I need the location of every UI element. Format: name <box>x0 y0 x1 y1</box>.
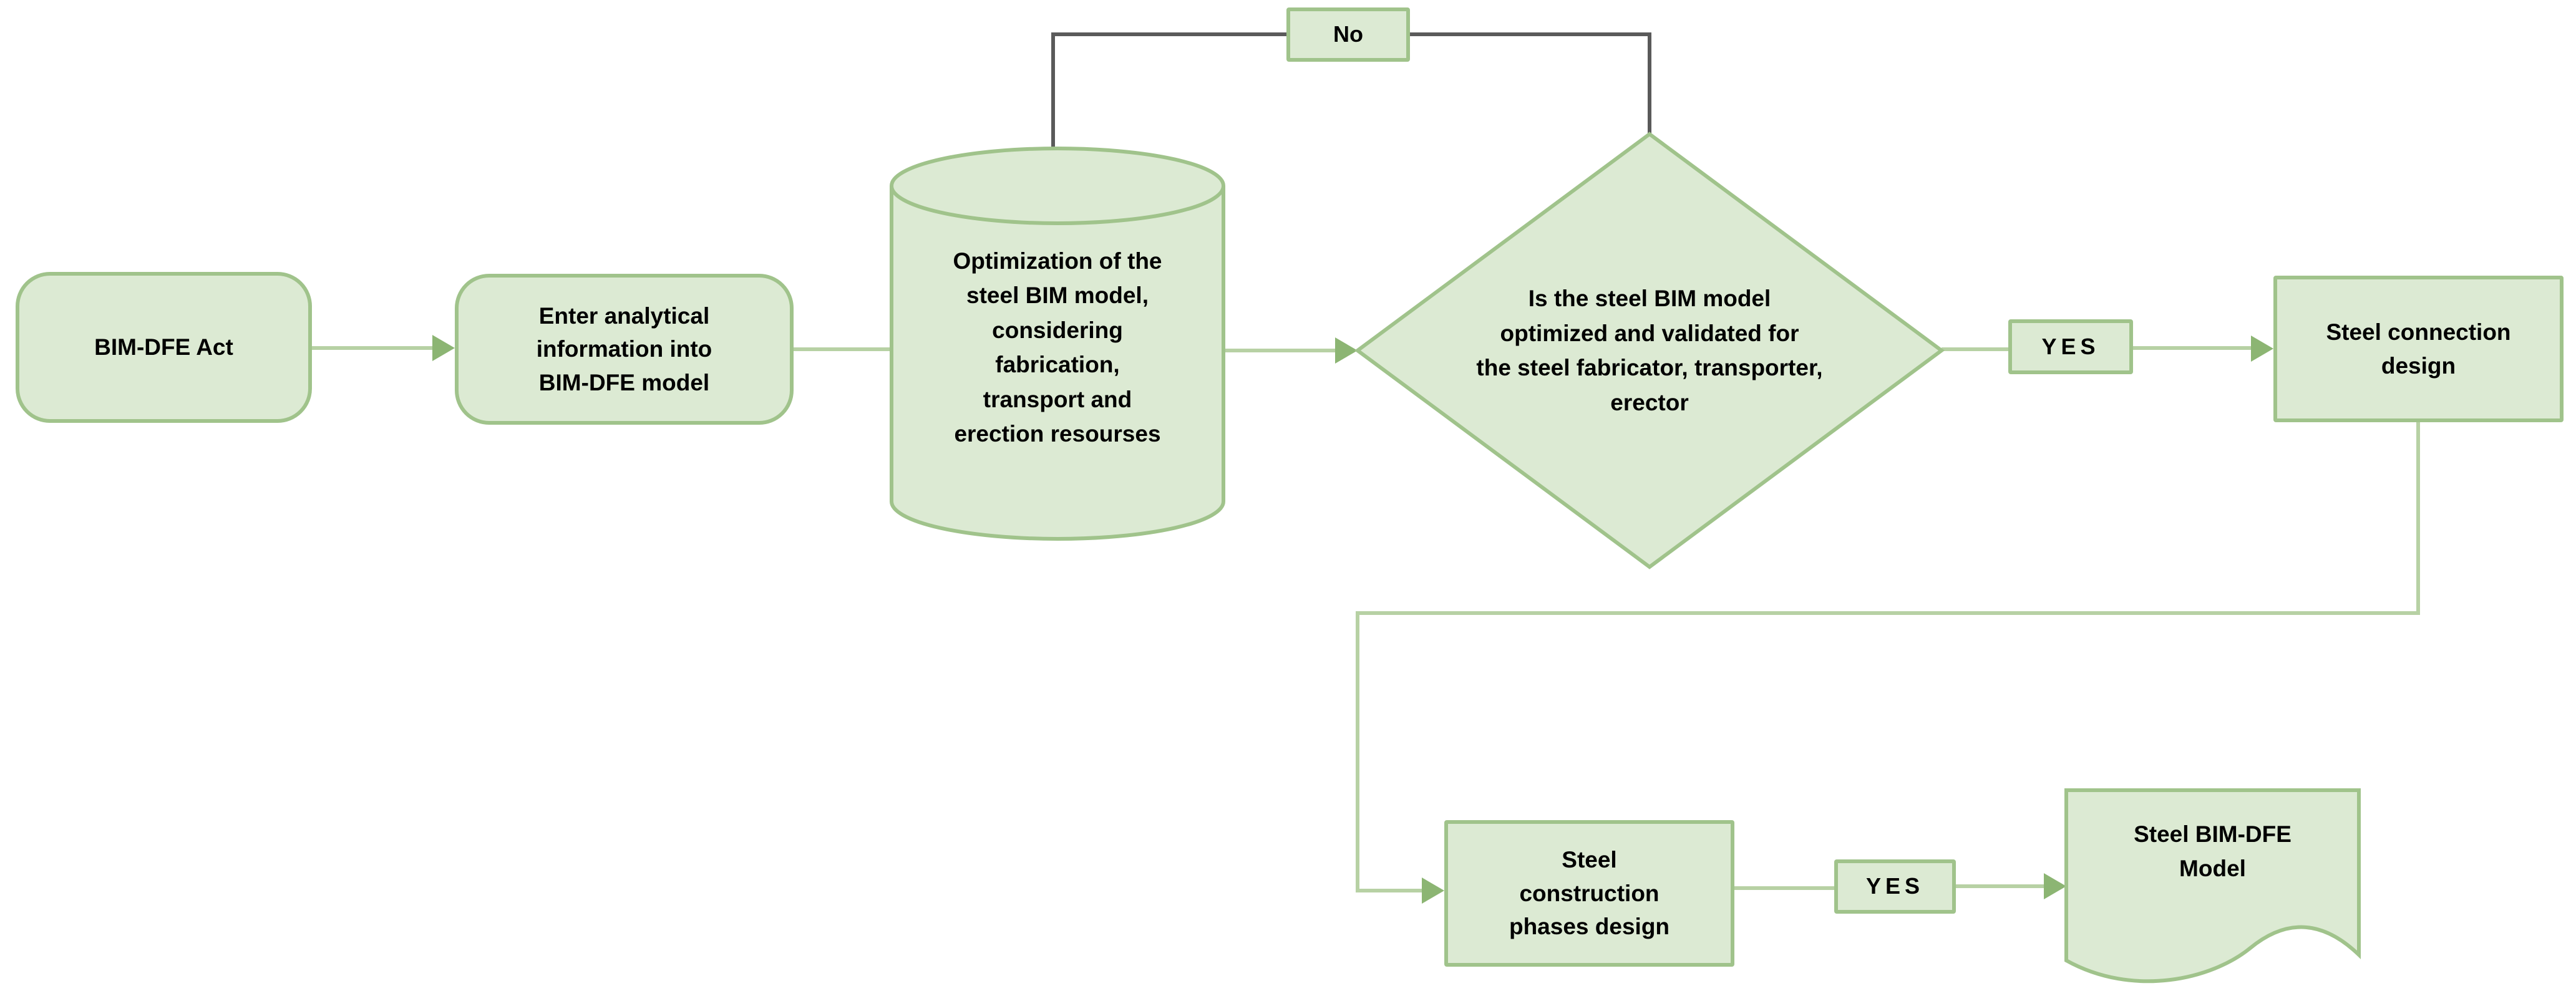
cylinder-top-rim <box>890 185 1225 225</box>
node-start: BIM-DFE Act <box>16 272 312 423</box>
cylinder-shape <box>890 147 1225 541</box>
node-enter-info: Enter analytical information into BIM-DF… <box>455 274 794 425</box>
arrowhead-connection <box>2251 336 2273 362</box>
arrowhead-decision <box>1335 337 1358 364</box>
arrowhead-phases <box>1422 878 1444 904</box>
diamond-shape <box>1354 132 1945 569</box>
edge-label-no: No <box>1286 7 1410 62</box>
arrowhead-document <box>2044 873 2066 899</box>
arrowhead-enter <box>432 335 455 361</box>
edge-label-yes-2: YES <box>1834 859 1956 914</box>
edge-connection-to-phases <box>1356 422 2420 892</box>
document-shape <box>2064 788 2361 984</box>
node-steel-connection-design: Steel connection design <box>2273 276 2564 422</box>
edge-label-yes-1: YES <box>2008 319 2133 374</box>
node-steel-construction-phases: Steel construction phases design <box>1444 820 1734 967</box>
